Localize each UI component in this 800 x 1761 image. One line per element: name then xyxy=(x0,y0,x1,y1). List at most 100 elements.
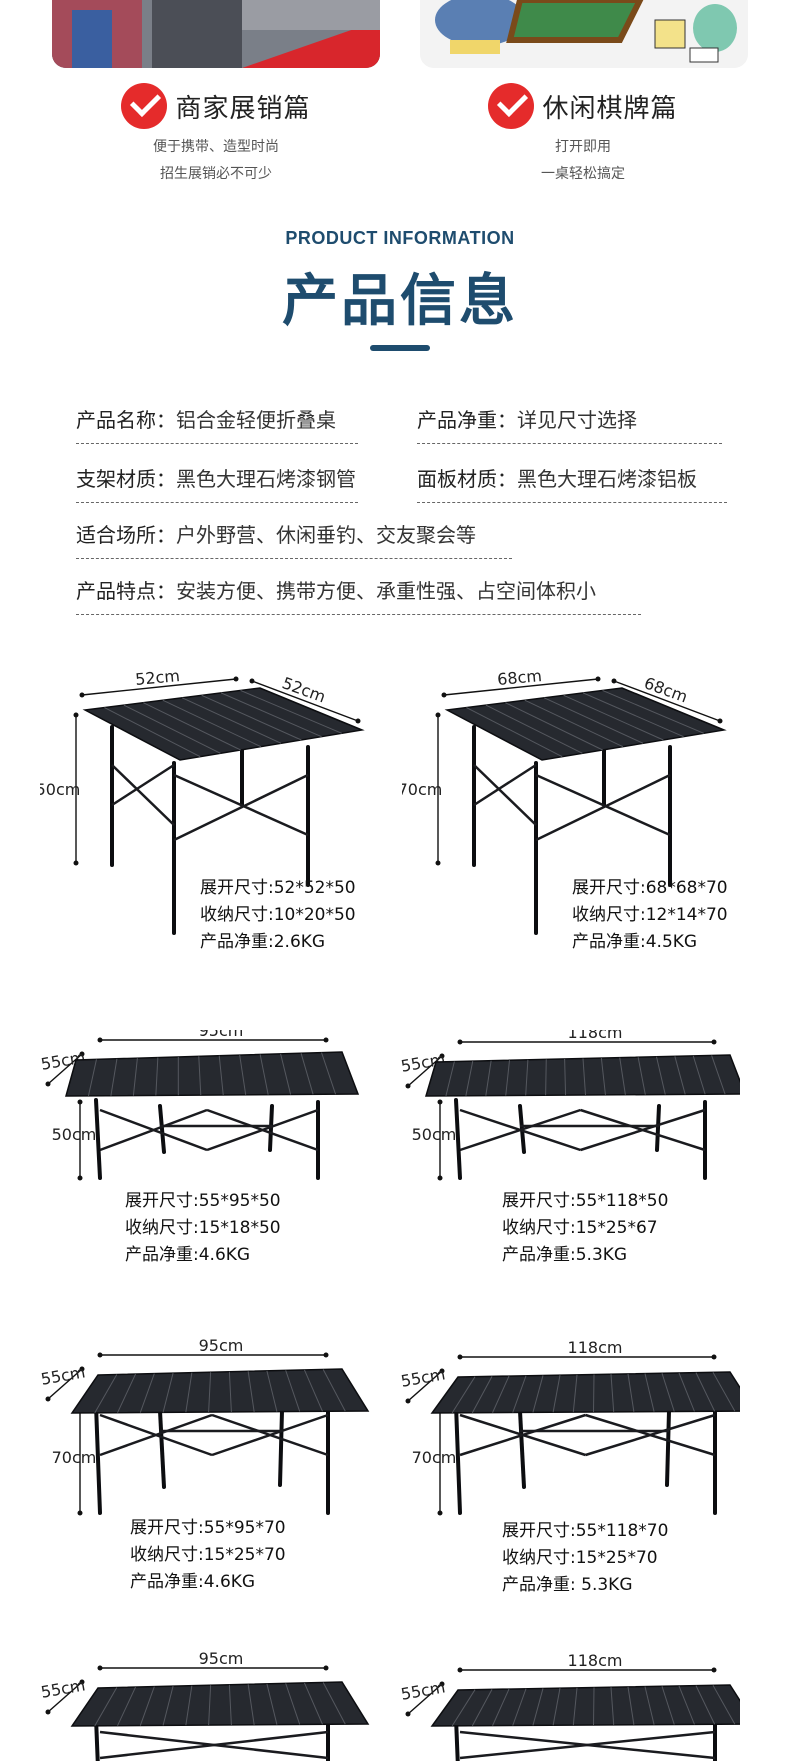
dimension-end xyxy=(77,1099,83,1105)
table-leg xyxy=(158,1104,166,1154)
dimension-end xyxy=(249,678,255,684)
table-brace xyxy=(173,773,309,842)
dimension-end xyxy=(437,1510,443,1516)
dimension-label: 55cm xyxy=(400,1364,447,1390)
dimension-end xyxy=(405,1398,411,1404)
dimension-label: 50cm xyxy=(412,1125,457,1144)
table-slat xyxy=(304,1682,323,1725)
dimension-end xyxy=(45,1081,51,1087)
table-brace xyxy=(580,1108,706,1152)
table-slat xyxy=(593,1687,595,1726)
table-slat xyxy=(712,1685,736,1725)
table-brace xyxy=(459,1730,716,1760)
scenario-desc-line: 一桌轻松搞定 xyxy=(541,166,625,182)
dimension-end xyxy=(595,676,601,682)
table-slat xyxy=(451,1376,476,1414)
table-slat xyxy=(139,1686,155,1726)
mahjong-illustration xyxy=(420,0,748,68)
dimension-line xyxy=(47,1368,83,1400)
table-slat xyxy=(466,707,563,758)
table-slat xyxy=(644,1373,655,1412)
dimension-end xyxy=(405,1083,411,1089)
table-slat xyxy=(627,1373,635,1412)
dimension-end xyxy=(611,678,617,684)
table-brace xyxy=(211,1413,329,1457)
dimension-end xyxy=(73,860,79,866)
dimension-end xyxy=(441,692,447,698)
dimension-label: 70cm xyxy=(412,1448,457,1467)
table-slat xyxy=(266,1683,278,1725)
dimension-label: 95cm xyxy=(199,1030,244,1040)
table-slat xyxy=(532,1375,544,1413)
table-slat xyxy=(228,1371,232,1412)
dimension-label: 70cm xyxy=(402,780,442,799)
table-slat xyxy=(564,1058,567,1096)
table-slat xyxy=(563,694,664,741)
dimension-end xyxy=(437,1099,443,1105)
table-slat xyxy=(593,1374,595,1413)
table-slat xyxy=(692,1055,706,1095)
spec-line: 产品净重:4.5KG xyxy=(572,932,698,952)
dimension-end xyxy=(233,676,239,682)
table-slat xyxy=(610,1374,615,1412)
table-slat xyxy=(695,1685,716,1725)
table-brace xyxy=(99,1730,329,1760)
dimension-label: 68cm xyxy=(496,666,542,689)
table-top xyxy=(65,1051,360,1097)
dimension-end xyxy=(97,1037,103,1043)
table-leg xyxy=(655,1104,661,1152)
dimension-label: 118cm xyxy=(568,1651,623,1670)
table-slat xyxy=(619,1057,626,1095)
table-slat xyxy=(304,1369,323,1412)
dimension-label: 50cm xyxy=(52,1125,97,1144)
dimension-end xyxy=(45,1709,51,1715)
table-slat xyxy=(451,1689,476,1727)
table-slat xyxy=(627,1686,635,1725)
table-slat xyxy=(280,1053,292,1095)
table-brace xyxy=(459,1108,581,1152)
table-slat xyxy=(445,1061,455,1096)
table-slat xyxy=(661,1373,675,1412)
dimension-end xyxy=(439,1053,445,1059)
table-slat xyxy=(239,1055,247,1095)
table-top xyxy=(70,1681,370,1727)
dimension-end xyxy=(323,1665,329,1671)
section-title: 产品信息 xyxy=(282,269,518,334)
table-slat xyxy=(218,1055,224,1095)
table-slat xyxy=(162,1686,174,1726)
dimension-end xyxy=(79,1679,85,1685)
dimension-end xyxy=(97,1665,103,1671)
dimension-label: 55cm xyxy=(40,1362,87,1388)
dimension-end xyxy=(435,860,441,866)
spec-line: 展开尺寸:68*68*70 xyxy=(572,878,728,898)
dimension-end xyxy=(79,692,85,698)
table-leg xyxy=(94,1098,102,1180)
dimension-end xyxy=(437,1175,443,1181)
table-slat xyxy=(247,1371,255,1412)
scenario-desc-line: 打开即用 xyxy=(555,139,611,155)
info-product-name: 产品名称：铝合金轻便折叠桌 xyxy=(76,404,358,444)
table-slat xyxy=(512,1688,527,1726)
dimension-end xyxy=(45,1396,51,1402)
table-slat xyxy=(132,1058,138,1096)
table-brace xyxy=(585,1413,716,1457)
table-top xyxy=(430,1371,740,1414)
table-slat xyxy=(512,1375,527,1413)
table-slat xyxy=(87,1059,97,1096)
table-slat xyxy=(143,702,241,751)
table-slat xyxy=(240,689,342,734)
dimension-line xyxy=(443,678,599,696)
table-slat xyxy=(572,1687,578,1726)
spec-line: 产品净重:4.6KG xyxy=(125,1245,251,1265)
dimension-label: 70cm xyxy=(52,1448,97,1467)
dimension-end xyxy=(711,1039,717,1045)
table-slat xyxy=(139,1373,155,1413)
info-frame-material: 支架材质：黑色大理石烤漆钢管 xyxy=(76,463,358,503)
scenario-desc-line: 便于携带、造型时尚 xyxy=(153,139,279,155)
